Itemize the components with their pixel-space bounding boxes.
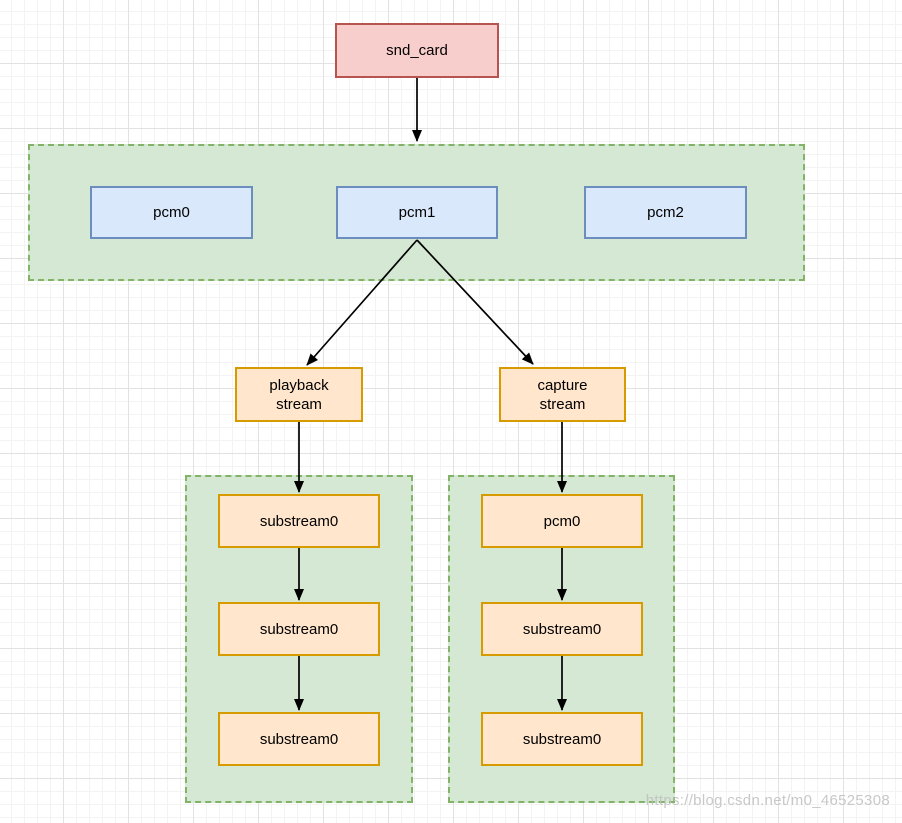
node-playback-substream-1: substream0 (218, 602, 380, 656)
node-pcm2: pcm2 (584, 186, 747, 239)
node-capture-substream-1: substream0 (481, 602, 643, 656)
node-playback-stream: playback stream (235, 367, 363, 422)
node-capture-stream: capture stream (499, 367, 626, 422)
node-pcm0: pcm0 (90, 186, 253, 239)
node-capture-substream-2: substream0 (481, 712, 643, 766)
node-playback-substream-2: substream0 (218, 712, 380, 766)
node-capture-substream-0: pcm0 (481, 494, 643, 548)
node-playback-substream-0: substream0 (218, 494, 380, 548)
node-pcm1: pcm1 (336, 186, 498, 239)
node-snd-card: snd_card (335, 23, 499, 78)
watermark-url: https://blog.csdn.net/m0_46525308 (645, 792, 890, 809)
